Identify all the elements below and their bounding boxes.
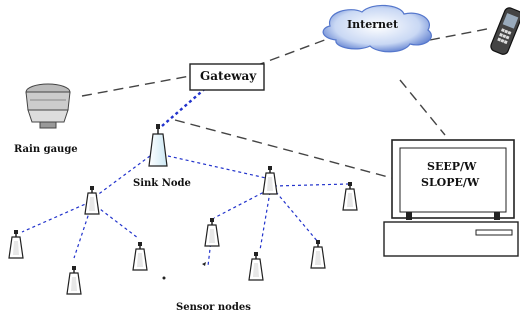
computer-monitor-icon — [383, 139, 519, 257]
sensor-node-icon — [8, 229, 24, 259]
mobile-phone-icon — [490, 7, 520, 55]
link-sink-gateway — [161, 85, 209, 127]
sink-node-icon — [148, 124, 168, 167]
sensor-node-icon — [248, 251, 264, 281]
sensor-node-icon — [262, 165, 278, 195]
sensor-nodes-label: Sensor nodes — [176, 302, 251, 313]
sensor-node-icon — [132, 241, 148, 271]
gateway-label: Gateway — [200, 69, 257, 83]
link-sink-right — [167, 155, 267, 179]
sensor-node-icon — [66, 265, 82, 295]
software-seep-label: SEEP/W — [427, 160, 477, 173]
internet-label: Internet — [347, 18, 399, 31]
sensor-node-icon — [204, 217, 220, 247]
link-raingauge-gateway — [81, 75, 191, 97]
link-sink-computer — [174, 119, 393, 179]
wireless-links — [21, 85, 349, 267]
sensor-node-icon — [310, 239, 326, 269]
sensor-node-icon — [342, 181, 358, 211]
link-gateway-internet — [254, 37, 331, 67]
rain-gauge-icon — [25, 83, 71, 129]
link-internet-computer — [399, 79, 446, 136]
sink-node-label: Sink Node — [133, 178, 191, 189]
software-slope-label: SLOPE/W — [421, 176, 480, 189]
link-sink-left — [95, 155, 151, 197]
rain-gauge-label: Rain gauge — [14, 144, 78, 155]
wired-links — [81, 27, 493, 179]
link-internet-phone — [429, 27, 493, 41]
internet-cloud-icon — [322, 4, 432, 53]
gateway-box — [189, 63, 265, 91]
sensor-node-icon — [84, 185, 100, 215]
